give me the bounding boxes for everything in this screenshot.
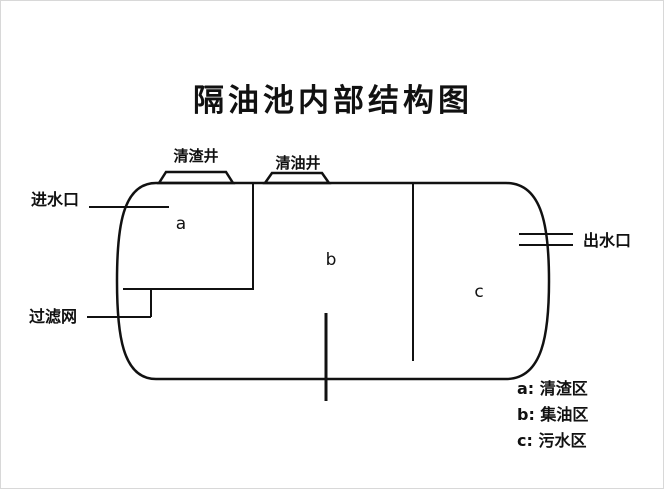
diagram-title: 隔油池内部结构图 [193, 83, 473, 119]
legend-item-c: c: 污水区 [517, 431, 586, 450]
zone-a-partition [123, 184, 254, 290]
legend-item-a: a: 清渣区 [517, 379, 588, 398]
legend-item-b: b: 集油区 [517, 405, 588, 424]
oil-well-lid [262, 171, 332, 185]
zone-a-letter: a [176, 214, 186, 234]
zone-c-letter: c [474, 282, 483, 302]
slag-well-lid [156, 170, 236, 185]
tank-outline [115, 181, 551, 381]
zone-b-letter: b [326, 250, 337, 270]
inlet-label: 进水口 [31, 190, 79, 209]
filter-label: 过滤网 [29, 307, 77, 326]
slag-well-label: 清渣井 [173, 147, 218, 165]
oil-well-label: 清油井 [275, 154, 320, 172]
outlet-label: 出水口 [583, 231, 631, 250]
